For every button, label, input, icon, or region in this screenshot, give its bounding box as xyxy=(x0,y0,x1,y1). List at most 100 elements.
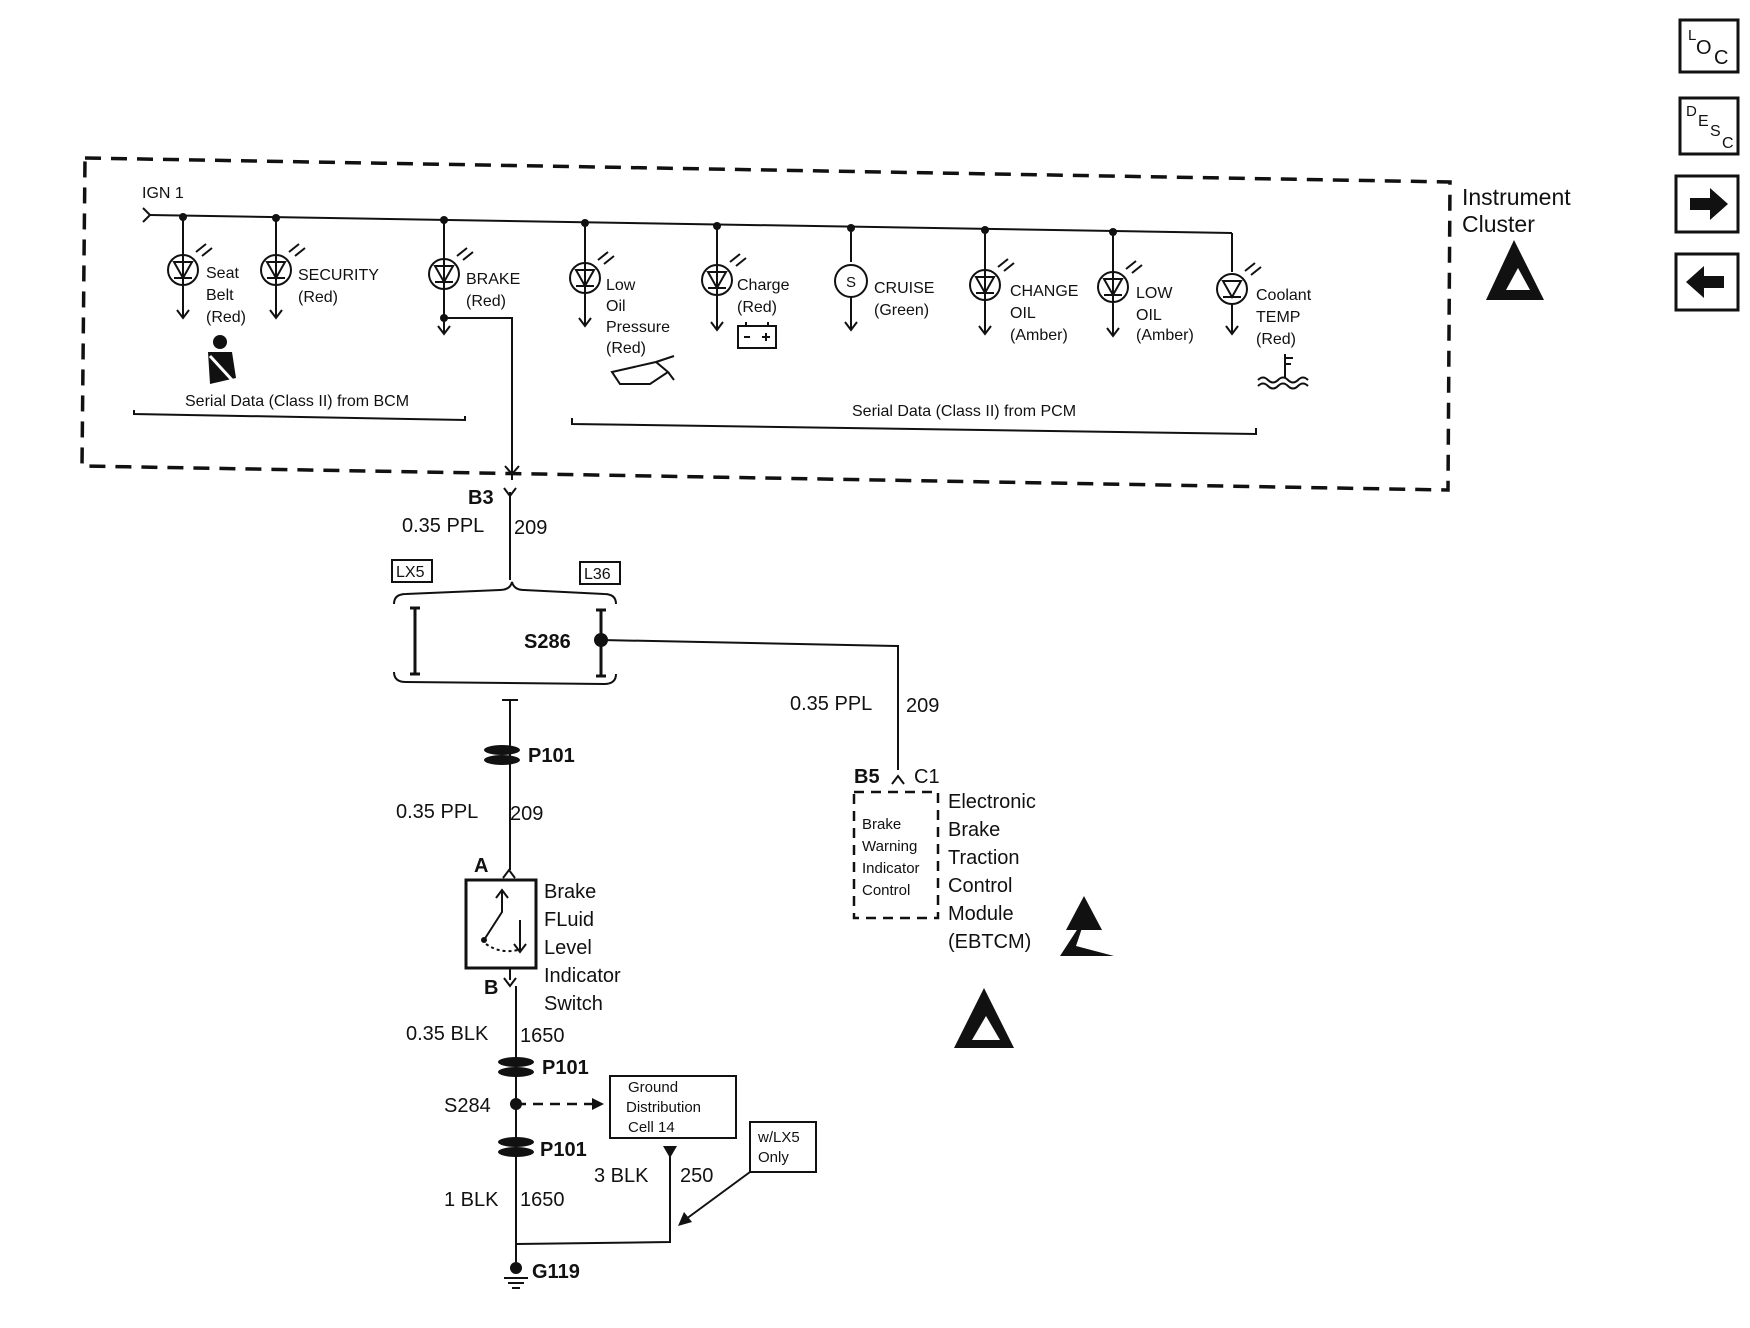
option-note-pointer xyxy=(681,1171,751,1223)
ebtcm-inner-line-4: Control xyxy=(862,882,910,899)
wire-circuit-3: 209 xyxy=(510,803,543,825)
indicator-seat-belt: Seat Belt (Red) xyxy=(167,213,246,326)
svg-text:CHANGE: CHANGE xyxy=(1010,283,1078,300)
option-note-line-1: w/LX5 xyxy=(757,1129,800,1146)
svg-text:Seat: Seat xyxy=(206,265,239,282)
ground-ref-line-2: Distribution xyxy=(626,1099,701,1116)
svg-text:(Red): (Red) xyxy=(298,289,338,306)
svg-text:TEMP: TEMP xyxy=(1256,309,1300,326)
ign-connector-icon xyxy=(142,207,152,223)
arrow-left-icon xyxy=(1686,266,1724,298)
svg-text:OIL: OIL xyxy=(1010,305,1036,322)
wire-gauge-6: 3 BLK xyxy=(594,1165,649,1187)
svg-text:Low: Low xyxy=(606,277,636,294)
instrument-cluster-title-line1: Instrument xyxy=(1462,184,1571,210)
pin-a-icon xyxy=(502,868,516,879)
pcm-serial-data-label: Serial Data (Class II) from PCM xyxy=(852,403,1076,420)
switch-float-path xyxy=(485,943,519,953)
ground-ref-line-1: Ground xyxy=(628,1079,678,1096)
svg-text:C: C xyxy=(1714,47,1728,69)
option-lx5-label: LX5 xyxy=(396,564,425,581)
lamp-icon xyxy=(969,269,1001,301)
pcm-serial-bracket xyxy=(571,418,1257,436)
option-lx5-box xyxy=(391,559,433,583)
option-note-line-2: Only xyxy=(758,1149,789,1166)
svg-text:Pressure: Pressure xyxy=(606,319,670,336)
svg-text:S: S xyxy=(1710,123,1721,140)
wire-circuit-1: 209 xyxy=(514,517,547,539)
next-button[interactable] xyxy=(1674,174,1740,234)
seat-belt-icon xyxy=(208,335,236,384)
svg-text:E: E xyxy=(1698,113,1709,130)
ebtcm-title-line-1: Electronic xyxy=(948,791,1036,813)
lamp-icon xyxy=(1216,273,1248,305)
wire-circuit-5: 1650 xyxy=(520,1189,565,1211)
ebtcm-title-line-3: Traction xyxy=(948,847,1020,869)
svg-text:Charge: Charge xyxy=(737,277,790,294)
ign-label: IGN 1 xyxy=(142,185,184,202)
wire-gauge-5: 1 BLK xyxy=(444,1189,499,1211)
ebtcm-title-line-2: Brake xyxy=(948,819,1000,841)
switch-contact-icon xyxy=(483,888,527,954)
connector-p101-a: P101 xyxy=(528,745,575,767)
ebtcm-title-line-4: Control xyxy=(948,875,1012,897)
indicator-cruise: S CRUISE (Green) xyxy=(834,224,934,332)
svg-text:(Red): (Red) xyxy=(1256,331,1296,348)
svg-text:Oil: Oil xyxy=(606,298,626,315)
wire-gauge-4: 0.35 BLK xyxy=(406,1023,489,1045)
connector-b3: B3 xyxy=(468,487,494,509)
ebtcm-title-line-6: (EBTCM) xyxy=(948,931,1031,953)
brake-output-wire xyxy=(444,317,513,480)
connector-p101-c-icon xyxy=(498,1137,534,1157)
option-l36-box xyxy=(579,561,621,585)
svg-text:CRUISE: CRUISE xyxy=(874,280,934,297)
connector-c1: C1 xyxy=(914,766,940,788)
location-button[interactable]: L O C xyxy=(1678,18,1740,74)
ebtcm-boundary xyxy=(852,790,940,920)
lamp-icon xyxy=(167,254,199,286)
svg-text:C: C xyxy=(1722,135,1734,152)
svg-text:O: O xyxy=(1696,37,1712,59)
indicator-charge: Charge (Red) xyxy=(701,222,790,332)
ground-ref-line-3: Cell 14 xyxy=(628,1119,675,1136)
svg-text:(Amber): (Amber) xyxy=(1136,327,1194,344)
connector-b5: B5 xyxy=(854,766,880,788)
lamp-icon xyxy=(701,264,733,296)
svg-text:(Red): (Red) xyxy=(466,293,506,310)
ground-ref-arrow-icon xyxy=(592,1098,604,1110)
lamp-icon xyxy=(260,254,292,286)
wire-gauge-2: 0.35 PPL xyxy=(790,693,872,715)
option-brace-top xyxy=(393,581,617,605)
instrument-cluster-title-line2: Cluster xyxy=(1462,211,1535,237)
instrument-cluster-boundary xyxy=(80,156,1452,492)
switch-title-line-3: Level xyxy=(544,937,592,959)
previous-button[interactable] xyxy=(1674,252,1740,312)
ground-distribution-ref-box[interactable] xyxy=(609,1075,737,1139)
option-note-box xyxy=(749,1121,817,1173)
ebtcm-inner-line-2: Warning xyxy=(862,838,917,855)
svg-text:Belt: Belt xyxy=(206,287,234,304)
wire-gauge-1: 0.35 PPL xyxy=(402,515,484,537)
ground-g119-label: G119 xyxy=(532,1261,580,1283)
ign-bus xyxy=(149,214,1233,234)
switch-title-line-5: Switch xyxy=(544,993,603,1015)
ground-symbol-icon xyxy=(504,1262,528,1289)
wire-circuit-4: 1650 xyxy=(520,1025,565,1047)
lx5-path-bar xyxy=(410,606,420,676)
svg-text:LOW: LOW xyxy=(1136,285,1173,302)
description-button[interactable]: D E S C xyxy=(1678,96,1740,156)
pin-b-label: B xyxy=(484,977,498,999)
svg-text:(Green): (Green) xyxy=(874,302,929,319)
svg-text:(Red): (Red) xyxy=(206,309,246,326)
wire-250-arrow-icon xyxy=(663,1146,677,1158)
svg-text:(Red): (Red) xyxy=(737,299,777,316)
wire-209-ebtcm xyxy=(600,639,899,770)
brake-fluid-switch-box xyxy=(464,878,538,970)
connector-p101-b: P101 xyxy=(542,1057,589,1079)
b5-pin-icon xyxy=(891,774,905,785)
option-l36-label: L36 xyxy=(584,566,611,583)
svg-text:SECURITY: SECURITY xyxy=(298,267,379,284)
svg-text:D: D xyxy=(1686,103,1697,120)
connector-p101-a-icon xyxy=(484,745,520,765)
svg-text:L: L xyxy=(1688,27,1696,44)
